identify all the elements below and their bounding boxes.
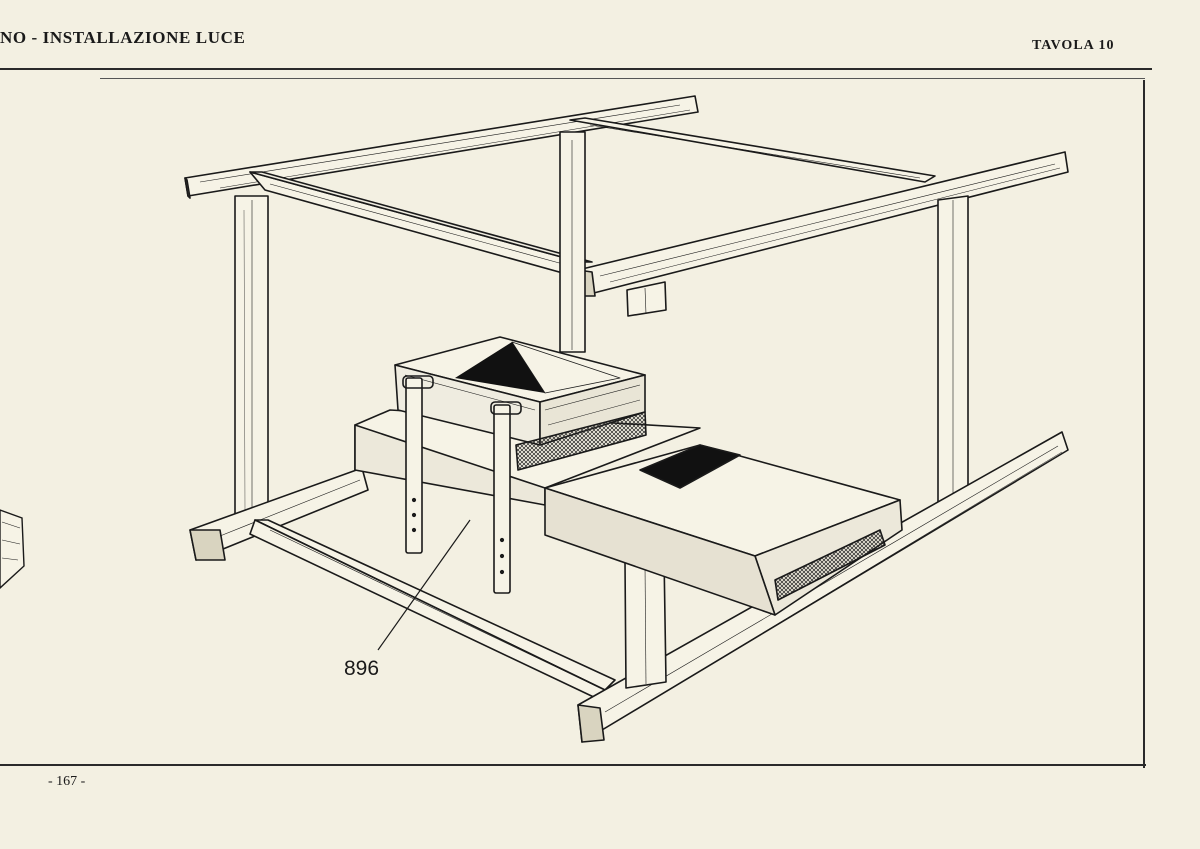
channel-board bbox=[544, 444, 903, 616]
frame-top-border bbox=[0, 68, 1152, 70]
top-beam-right-back bbox=[569, 117, 936, 183]
bottom-beam-left bbox=[189, 467, 369, 561]
frame-inner-top-border bbox=[100, 78, 1145, 79]
page-number: - 167 - bbox=[48, 774, 86, 789]
top-beam-front bbox=[577, 151, 1069, 297]
callout-label: 896 bbox=[344, 657, 379, 680]
bottom-beam-front-left bbox=[249, 519, 616, 701]
top-beam-back bbox=[184, 95, 699, 199]
support-block bbox=[626, 281, 667, 317]
post-right bbox=[937, 195, 969, 503]
top-beam-left bbox=[249, 171, 596, 283]
page-header-title: NO - INSTALLAZIONE LUCE bbox=[0, 28, 246, 47]
callout-leader-line bbox=[377, 519, 471, 651]
frame-bottom-border bbox=[0, 764, 1146, 766]
strap-left bbox=[402, 375, 434, 554]
partial-block-left-edge bbox=[0, 509, 25, 589]
strap-right bbox=[490, 401, 522, 594]
plate-number: TAVOLA 10 bbox=[1032, 38, 1115, 53]
post-left bbox=[234, 195, 269, 525]
post-back bbox=[559, 131, 586, 353]
frame-right-border bbox=[1143, 80, 1145, 768]
